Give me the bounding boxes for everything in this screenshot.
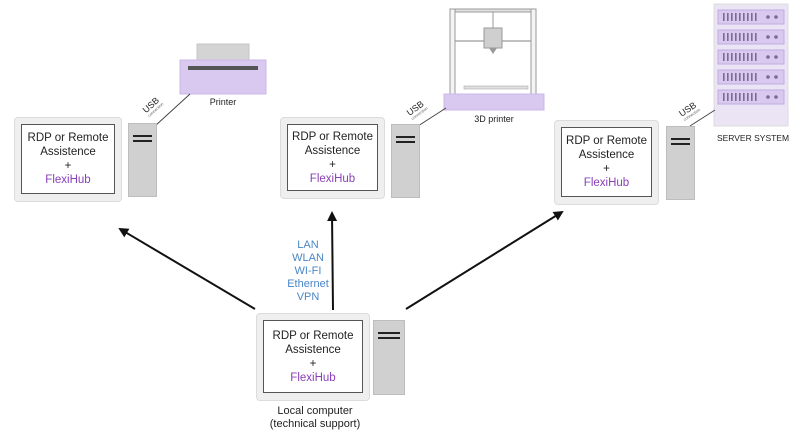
screen-text: RDP or Remote xyxy=(292,130,373,143)
flexihub-label: FlexiHub xyxy=(45,174,91,186)
arrow-to-right xyxy=(405,210,564,310)
flexihub-label: FlexiHub xyxy=(290,371,336,384)
arrow-to-center xyxy=(327,211,338,311)
server-icon xyxy=(713,3,789,127)
caption-line: (technical support) xyxy=(269,418,361,430)
caption-line: Local computer xyxy=(277,405,353,417)
screen-text: + xyxy=(329,158,336,171)
printer-label: Printer xyxy=(209,97,237,107)
server-unit xyxy=(717,69,785,85)
network-type: WI-FI xyxy=(294,265,322,277)
screen-text: Assistence xyxy=(304,144,361,157)
flexihub-label: FlexiHub xyxy=(309,172,356,185)
screen-text: + xyxy=(309,357,317,370)
connection-arrows xyxy=(118,210,564,311)
tower-center xyxy=(391,124,420,198)
arrow-to-left xyxy=(118,227,256,310)
monitor-local: RDP or Remote Assistence + FlexiHub xyxy=(256,313,370,401)
screen-text: RDP or Remote xyxy=(27,132,109,144)
server-unit xyxy=(717,9,785,25)
screen-left: RDP or Remote Assistence + FlexiHub xyxy=(21,124,115,194)
screen-text: Assistence xyxy=(40,146,96,158)
server-unit xyxy=(717,29,785,45)
server-unit xyxy=(717,89,785,105)
network-type: Ethernet xyxy=(287,278,329,290)
3d-printer-label: 3D printer xyxy=(474,114,514,124)
network-type: LAN xyxy=(297,239,319,251)
local-computer-caption: Local computer (technical support) xyxy=(250,405,380,431)
monitor-left: RDP or Remote Assistence + FlexiHub xyxy=(14,117,122,202)
network-types: LAN WLAN WI-FI Ethernet VPN xyxy=(278,239,338,304)
network-type: WLAN xyxy=(292,252,324,264)
tower-local xyxy=(373,320,405,395)
screen-text: RDP or Remote xyxy=(566,135,647,147)
usb-cables xyxy=(154,93,716,127)
3d-printer-icon xyxy=(443,8,545,111)
screen-right: RDP or Remote Assistence + FlexiHub xyxy=(561,127,652,197)
screen-text: + xyxy=(64,160,72,172)
monitor-right: RDP or Remote Assistence + FlexiHub xyxy=(554,120,659,205)
monitor-center: RDP or Remote Assistence + FlexiHub xyxy=(280,117,385,199)
screen-center: RDP or Remote Assistence + FlexiHub xyxy=(287,124,378,191)
network-type: VPN xyxy=(296,291,320,303)
server-label: SERVER SYSTEM xyxy=(716,133,790,143)
server-unit xyxy=(717,49,785,65)
printer-icon xyxy=(179,43,267,95)
screen-text: RDP or Remote xyxy=(272,329,354,342)
screen-local: RDP or Remote Assistence + FlexiHub xyxy=(263,320,363,393)
screen-text: Assistence xyxy=(285,343,341,356)
flexihub-label: FlexiHub xyxy=(583,177,630,189)
screen-text: + xyxy=(603,163,610,175)
screen-text: Assistence xyxy=(578,149,635,161)
tower-left xyxy=(128,123,157,197)
tower-right xyxy=(666,126,695,200)
